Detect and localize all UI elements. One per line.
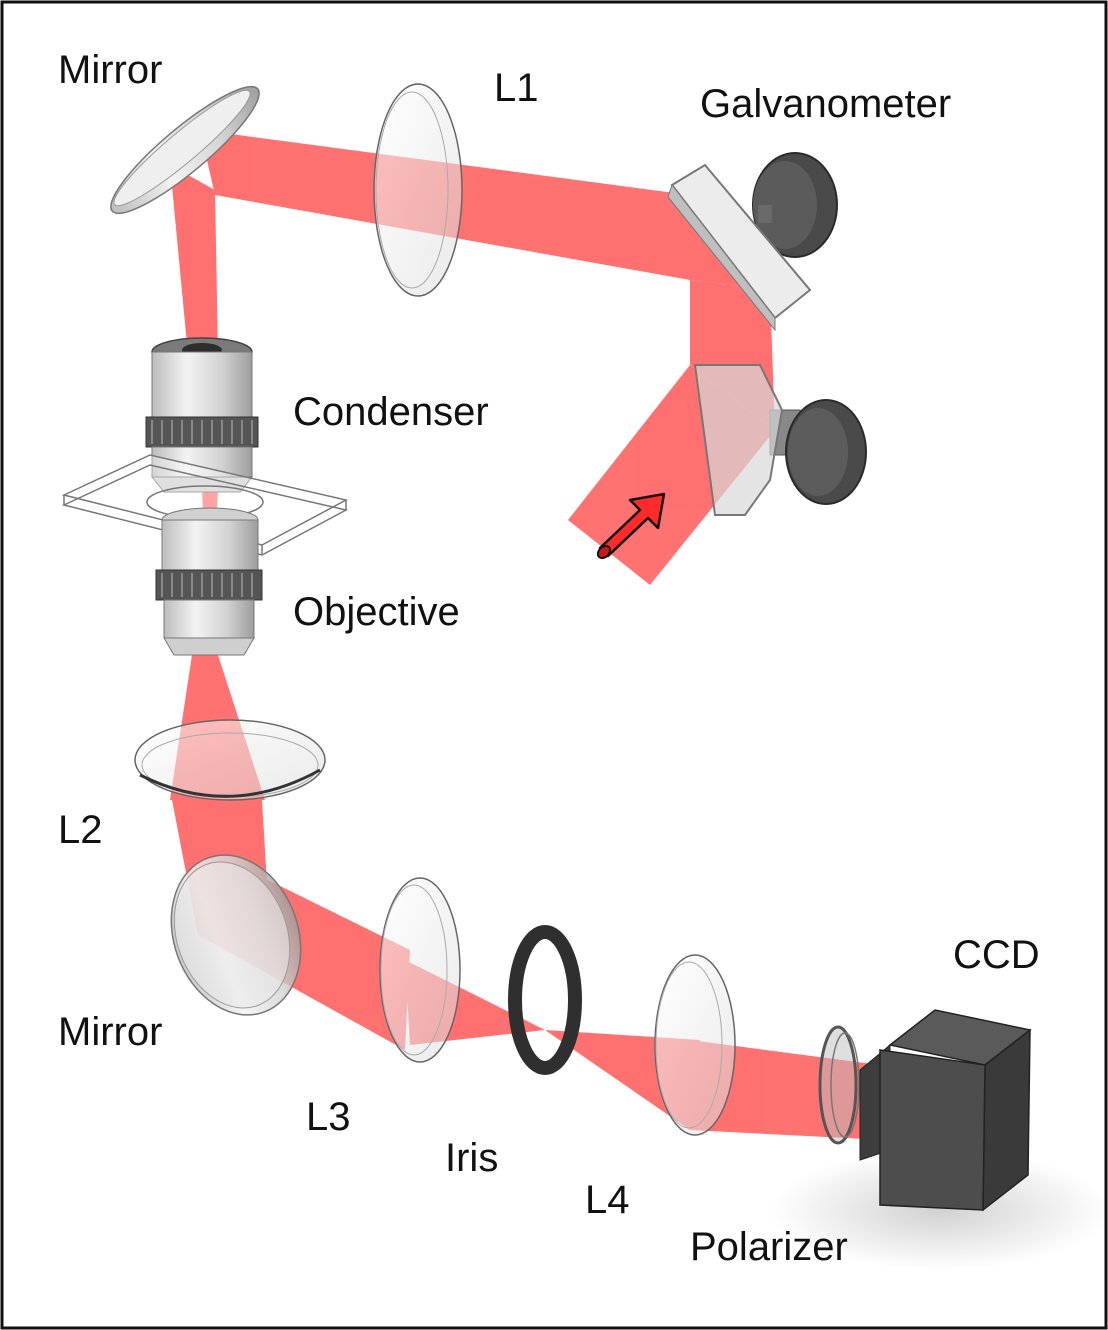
ccd-shadow <box>770 1150 1108 1270</box>
iris <box>508 925 582 1075</box>
lens-l3 <box>379 877 461 1063</box>
label-iris: Iris <box>445 1136 499 1180</box>
polarizer <box>818 1025 860 1145</box>
arrow-icon <box>596 492 666 560</box>
label-l2: L2 <box>58 808 103 852</box>
label-polarizer: Polarizer <box>690 1225 848 1269</box>
ccd-camera <box>859 1009 1032 1212</box>
lens-l1 <box>373 83 463 297</box>
label-condenser: Condenser <box>293 390 489 434</box>
label-l3: L3 <box>306 1095 351 1139</box>
label-galvanometer: Galvanometer <box>700 82 952 126</box>
beam-upper-segment <box>200 130 770 290</box>
galvanometer-lower <box>693 364 867 516</box>
label-ccd: CCD <box>953 933 1040 977</box>
top-mirror <box>110 85 260 215</box>
objective-lens <box>155 507 263 656</box>
galvanometer-upper <box>667 152 838 332</box>
bottom-mirror <box>170 854 302 1016</box>
label-mirror-top: Mirror <box>58 48 163 92</box>
label-mirror-bottom: Mirror <box>58 1010 163 1054</box>
label-l4: L4 <box>585 1178 630 1222</box>
lens-l2 <box>134 719 326 801</box>
label-objective: Objective <box>293 590 460 634</box>
beam-vertical-segment <box>170 165 218 355</box>
lens-l4 <box>654 954 736 1136</box>
label-l1: L1 <box>494 66 539 110</box>
